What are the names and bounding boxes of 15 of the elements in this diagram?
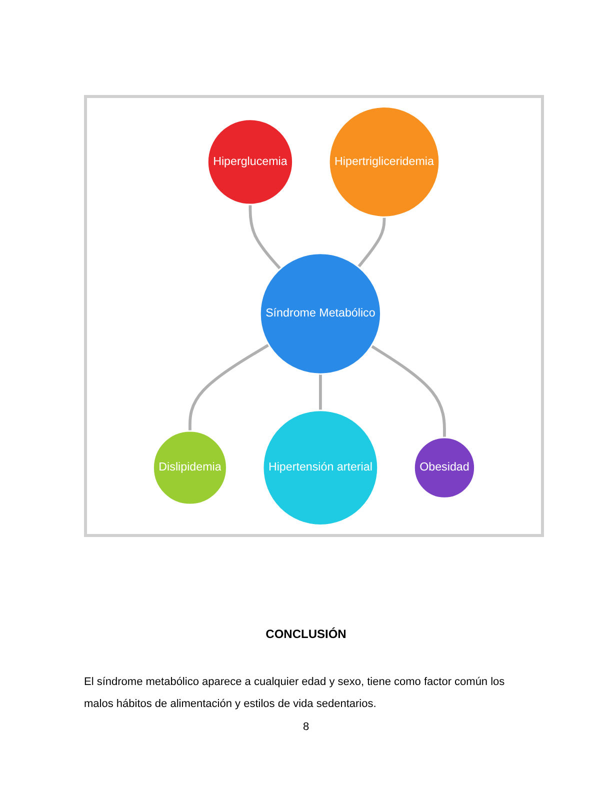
connector: [248, 204, 282, 270]
figure-frame: Hiperglucemia Hipertrigliceridemia Dislipidemia Síndrome Metabólico Hipertensión arterial Obesidad: [84, 95, 544, 537]
node-circle: [152, 430, 228, 506]
connector: [357, 217, 386, 268]
connector: [188, 344, 270, 432]
node-circle: [413, 436, 476, 499]
connector: [370, 344, 446, 438]
node-circle: [206, 118, 294, 206]
node-circle: [262, 410, 379, 526]
page-number: 8: [302, 721, 310, 733]
section-heading: CONCLUSIÓN: [264, 627, 348, 641]
node-circle: [328, 106, 440, 218]
node-circle: [259, 252, 382, 375]
paragraph: El síndrome metabólico aparece a cualquier edad y sexo, tiene como factor común los malos hábitos de alimentación y estilos de vida sedentarios.: [84, 675, 506, 712]
connector: [319, 374, 322, 410]
